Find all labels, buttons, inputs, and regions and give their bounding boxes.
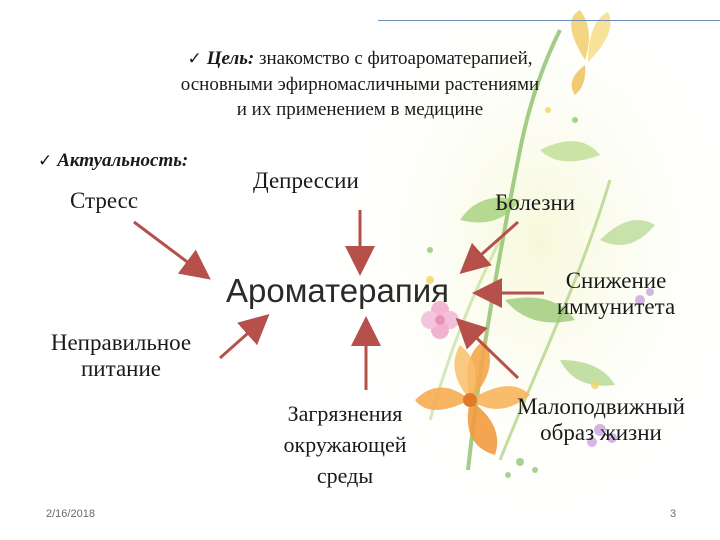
goal-text-2: основными эфирномасличными растениями — [180, 74, 540, 95]
node-pollution-line-2: окружающей — [283, 432, 407, 457]
relevance-heading: ✓Актуальность: — [38, 150, 188, 172]
node-depression: Депрессии — [253, 168, 359, 193]
relevance-label: Актуальность: — [57, 150, 189, 171]
slide-number: 3 — [670, 508, 677, 520]
goal-line-1: ✓Цель: знакомство с фитоароматерапией, — [110, 46, 610, 72]
goal-text-3: и их применением в медицине — [236, 99, 484, 120]
goal-block: ✓Цель: знакомство с фитоароматерапией, о… — [110, 46, 610, 122]
arrow-nutrition — [219, 314, 270, 360]
node-nutrition-line-2: питание — [81, 356, 161, 381]
node-stress: Стресс — [70, 188, 139, 213]
node-nutrition-line-1: Неправильное — [50, 330, 192, 355]
node-nutrition: Неправильное питание — [28, 330, 214, 382]
slide-date: 2/16/2018 — [46, 508, 95, 520]
node-sedentary-line-1: Малоподвижный — [517, 394, 685, 419]
goal-text-1: знакомство с фитоароматерапией, — [258, 48, 533, 69]
checkmark-icon: ✓ — [187, 49, 202, 69]
top-divider-line — [378, 20, 720, 21]
arrow-sedentary — [455, 317, 520, 380]
node-aromatherapy: Ароматерапия — [225, 272, 449, 309]
node-immunity: Снижение иммунитета — [538, 268, 694, 320]
node-sedentary-line-2: образ жизни — [540, 420, 662, 445]
node-pollution-line-3: среды — [316, 463, 374, 488]
node-immunity-line-1: Снижение — [565, 268, 667, 293]
checkmark-icon: ✓ — [38, 151, 53, 171]
node-illness: Болезни — [495, 190, 576, 215]
arrow-stress — [133, 220, 211, 280]
node-sedentary: Малоподвижный образ жизни — [492, 394, 710, 446]
node-immunity-line-2: иммунитета — [556, 294, 676, 319]
node-pollution-line-1: Загрязнения — [287, 401, 403, 426]
arrow-illness — [459, 220, 519, 274]
goal-label: Цель: — [206, 48, 255, 69]
node-pollution: Загрязнения окружающей среды — [255, 398, 435, 491]
